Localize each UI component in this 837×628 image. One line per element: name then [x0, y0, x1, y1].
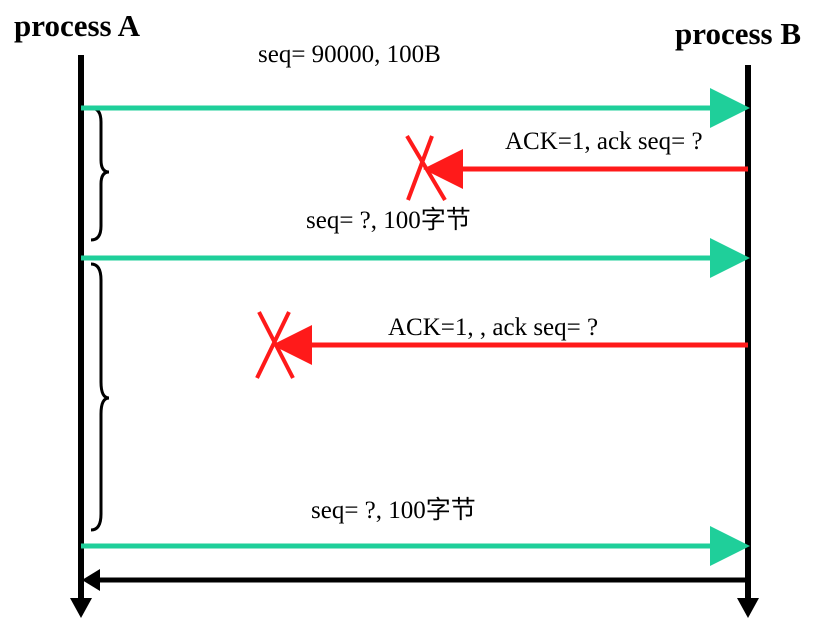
message-label-3: seq= ?, 100字节 [306, 207, 471, 234]
timeline-a-arrowhead [70, 598, 92, 618]
loss-mark-2 [255, 311, 295, 379]
message-label-2: ACK=1, ack seq= ? [505, 128, 703, 155]
message-label-5: seq= ?, 100字节 [311, 497, 476, 524]
timeout-brace-2 [90, 262, 110, 532]
process-b-label: process B [675, 16, 802, 51]
bottom-return-arrowhead [82, 569, 100, 591]
process-a-label: process A [14, 8, 141, 43]
message-label-1: seq= 90000, 100B [258, 41, 441, 68]
timeout-brace-1 [90, 106, 110, 242]
message-label-4: ACK=1, , ack seq= ? [388, 314, 599, 341]
loss-mark-1 [405, 134, 447, 202]
timeline-b-arrowhead [737, 598, 759, 618]
